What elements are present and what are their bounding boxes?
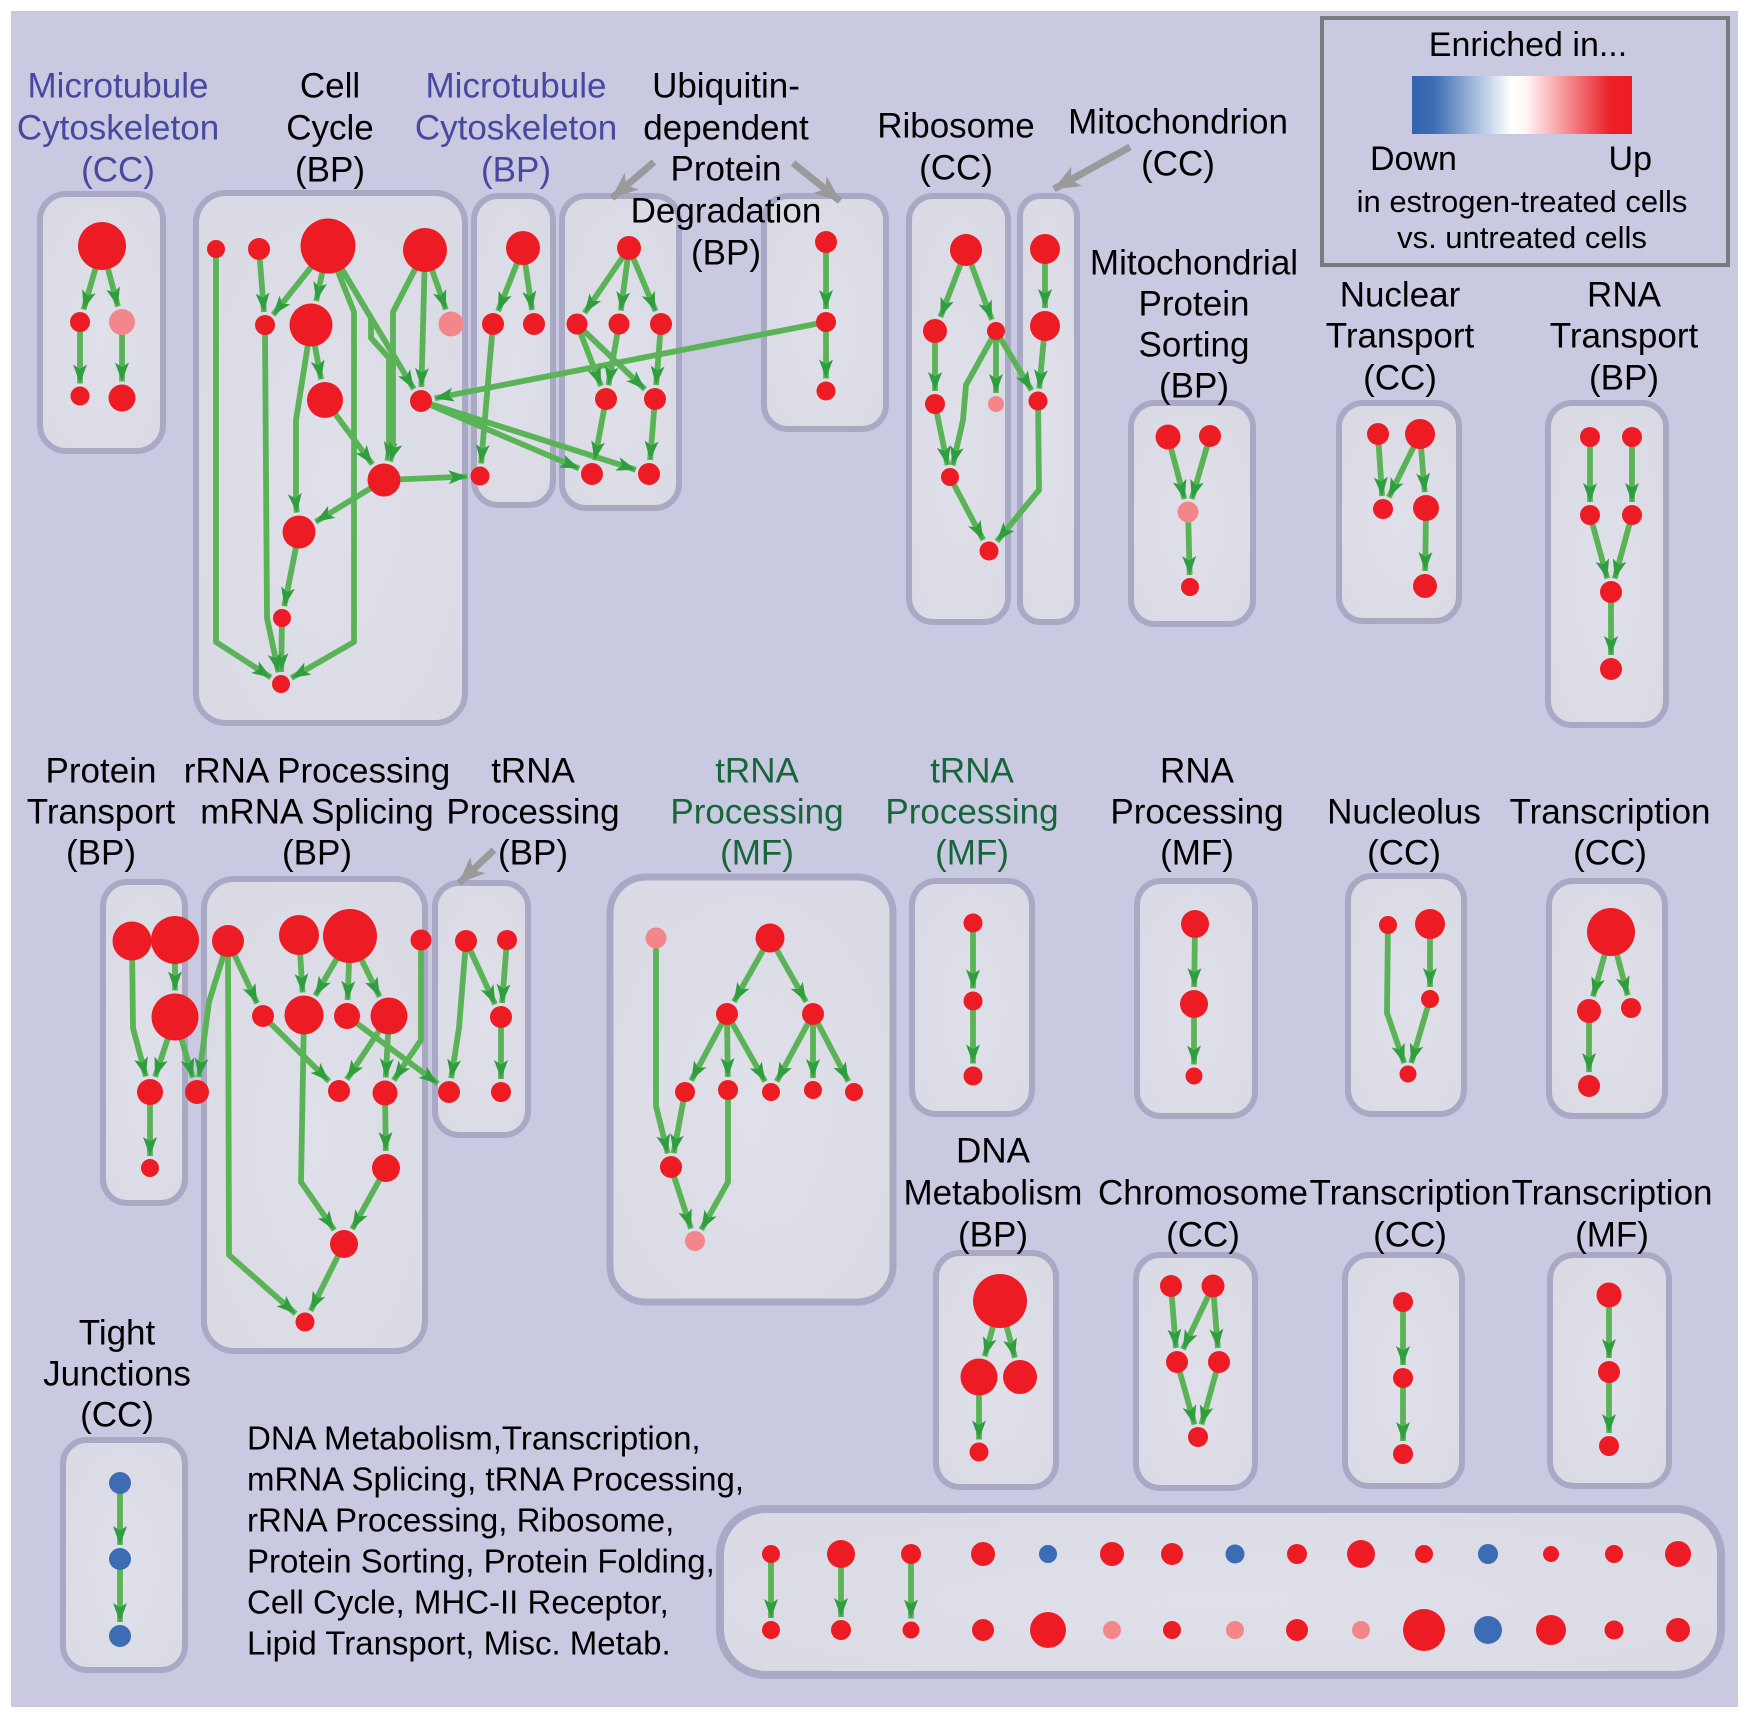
svg-text:tRNA: tRNA <box>715 751 799 790</box>
svg-text:(CC): (CC) <box>1166 1215 1240 1254</box>
svg-text:rRNA Processing, Ribosome,: rRNA Processing, Ribosome, <box>247 1502 674 1539</box>
svg-text:(BP): (BP) <box>282 833 352 872</box>
svg-text:Degradation: Degradation <box>631 191 822 230</box>
svg-text:Chromosome: Chromosome <box>1098 1173 1308 1212</box>
svg-text:tRNA: tRNA <box>930 751 1014 790</box>
svg-text:(BP): (BP) <box>958 1215 1028 1254</box>
svg-text:(MF): (MF) <box>1160 833 1234 872</box>
svg-text:Nucleolus: Nucleolus <box>1327 792 1481 831</box>
svg-text:Cycle: Cycle <box>286 108 374 147</box>
svg-text:(BP): (BP) <box>1589 358 1659 397</box>
svg-text:Processing: Processing <box>885 792 1058 831</box>
svg-text:Cell Cycle, MHC-II Receptor,: Cell Cycle, MHC-II Receptor, <box>247 1584 669 1621</box>
svg-text:(CC): (CC) <box>81 150 155 189</box>
svg-text:Down: Down <box>1370 140 1457 178</box>
svg-text:dependent: dependent <box>643 108 809 147</box>
svg-text:(BP): (BP) <box>481 150 551 189</box>
svg-text:Cytoskeleton: Cytoskeleton <box>415 108 617 147</box>
svg-text:Protein: Protein <box>671 149 782 188</box>
svg-text:Transport: Transport <box>27 792 176 831</box>
svg-text:Lipid Transport, Misc. Metab.: Lipid Transport, Misc. Metab. <box>247 1625 671 1662</box>
svg-text:(CC): (CC) <box>80 1395 154 1434</box>
svg-text:Transport: Transport <box>1326 316 1475 355</box>
svg-text:Metabolism: Metabolism <box>904 1173 1083 1212</box>
svg-text:Ubiquitin-: Ubiquitin- <box>652 66 800 105</box>
svg-text:Microtubule: Microtubule <box>28 66 209 105</box>
svg-text:Transcription: Transcription <box>1512 1173 1713 1212</box>
svg-text:Protein: Protein <box>1139 284 1250 323</box>
svg-text:(MF): (MF) <box>935 833 1009 872</box>
svg-text:(CC): (CC) <box>919 148 993 187</box>
svg-text:DNA Metabolism,Transcription,: DNA Metabolism,Transcription, <box>247 1420 701 1457</box>
svg-text:DNA: DNA <box>956 1131 1031 1170</box>
svg-text:(MF): (MF) <box>720 833 794 872</box>
svg-text:Mitochondrion: Mitochondrion <box>1068 102 1288 141</box>
svg-text:RNA: RNA <box>1160 751 1235 790</box>
svg-text:Nuclear: Nuclear <box>1340 275 1461 314</box>
svg-text:Transport: Transport <box>1550 316 1699 355</box>
svg-text:Sorting: Sorting <box>1139 325 1250 364</box>
svg-text:Protein: Protein <box>46 751 157 790</box>
svg-text:Mitochondrial: Mitochondrial <box>1090 243 1298 282</box>
svg-text:(BP): (BP) <box>66 833 136 872</box>
svg-text:Transcription: Transcription <box>1510 792 1711 831</box>
svg-text:(CC): (CC) <box>1141 144 1215 183</box>
svg-text:tRNA: tRNA <box>491 751 575 790</box>
svg-text:(BP): (BP) <box>295 150 365 189</box>
svg-text:(BP): (BP) <box>1159 366 1229 405</box>
svg-text:Tight: Tight <box>79 1313 156 1352</box>
svg-text:Cell: Cell <box>300 66 360 105</box>
svg-text:(CC): (CC) <box>1573 833 1647 872</box>
svg-text:(BP): (BP) <box>691 233 761 272</box>
svg-text:Processing: Processing <box>446 792 619 831</box>
svg-text:Processing: Processing <box>1110 792 1283 831</box>
svg-text:rRNA Processing: rRNA Processing <box>184 751 450 790</box>
svg-text:Up: Up <box>1609 140 1652 178</box>
svg-text:(CC): (CC) <box>1373 1215 1447 1254</box>
svg-text:Processing: Processing <box>670 792 843 831</box>
svg-text:in estrogen-treated cells: in estrogen-treated cells <box>1357 184 1688 219</box>
svg-text:vs. untreated cells: vs. untreated cells <box>1397 220 1647 255</box>
svg-text:mRNA Splicing: mRNA Splicing <box>200 792 433 831</box>
svg-text:mRNA Splicing, tRNA Processing: mRNA Splicing, tRNA Processing, <box>247 1461 744 1498</box>
svg-text:Microtubule: Microtubule <box>426 66 607 105</box>
svg-text:(CC): (CC) <box>1363 358 1437 397</box>
svg-text:Enriched in...: Enriched in... <box>1429 26 1627 64</box>
svg-text:(CC): (CC) <box>1367 833 1441 872</box>
svg-text:(BP): (BP) <box>498 833 568 872</box>
svg-text:RNA: RNA <box>1587 275 1662 314</box>
svg-text:Transcription: Transcription <box>1310 1173 1511 1212</box>
svg-text:Ribosome: Ribosome <box>877 106 1035 145</box>
svg-text:(MF): (MF) <box>1575 1215 1649 1254</box>
svg-text:Protein Sorting, Protein Foldi: Protein Sorting, Protein Folding, <box>247 1543 715 1580</box>
svg-text:Cytoskeleton: Cytoskeleton <box>17 108 219 147</box>
svg-text:Junctions: Junctions <box>43 1354 191 1393</box>
